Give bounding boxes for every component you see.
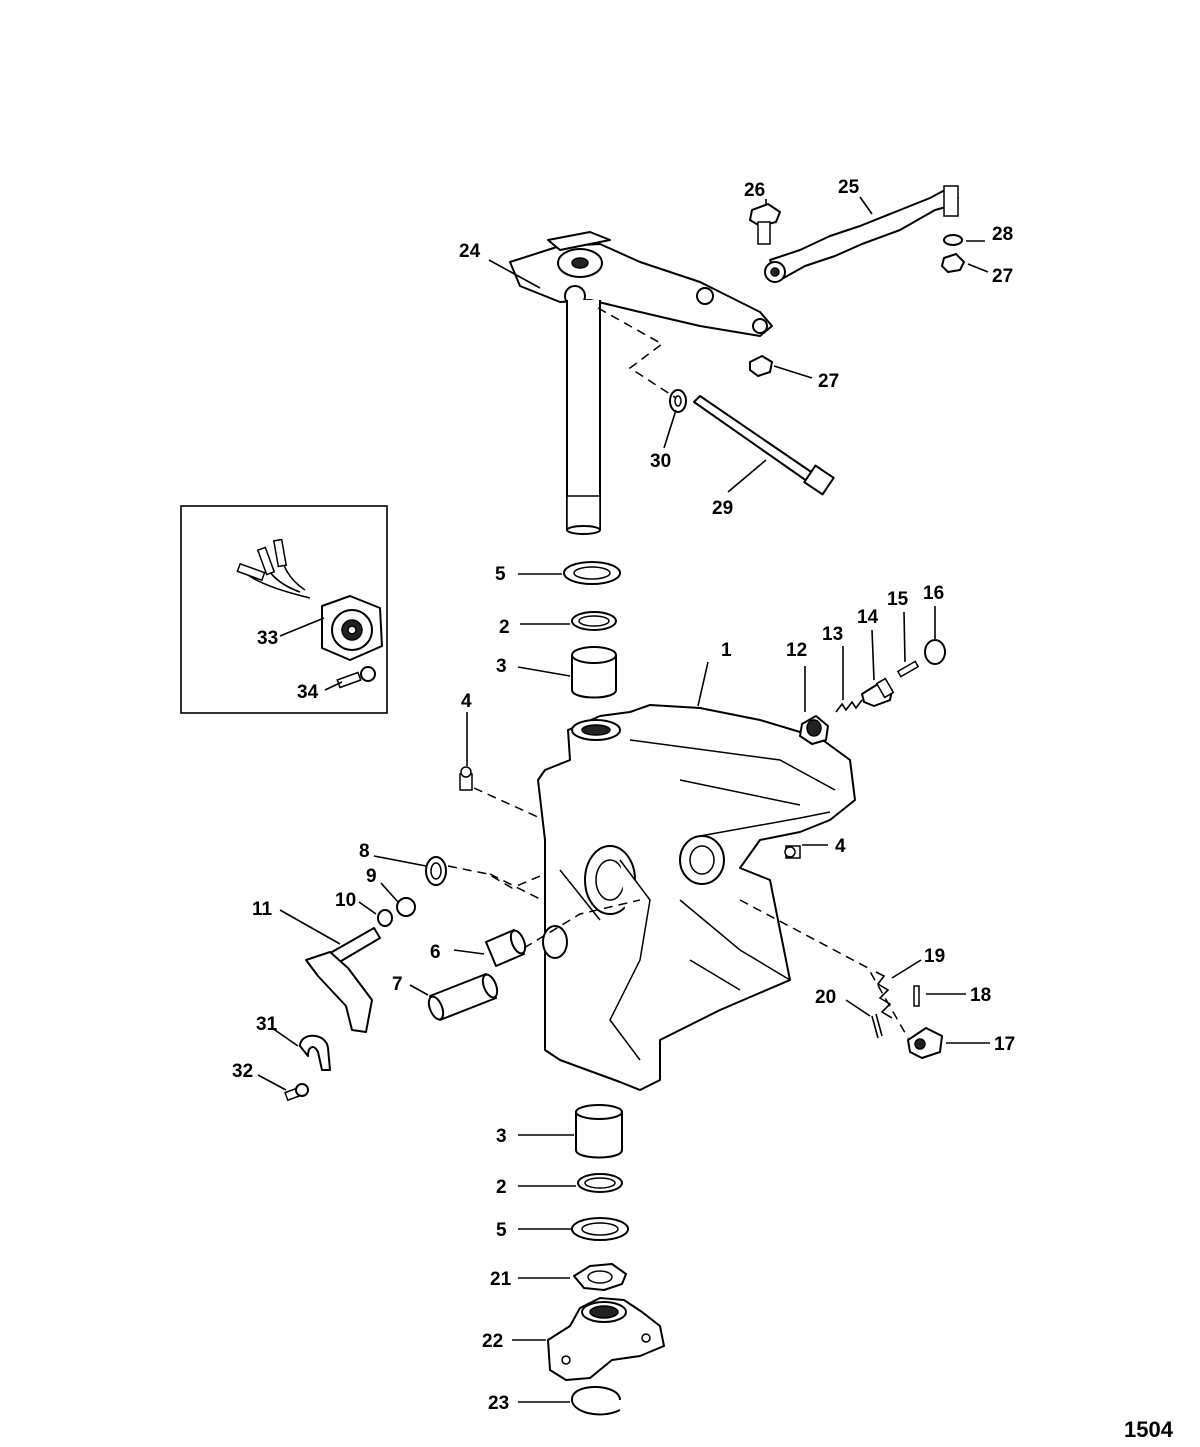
part-5-washer-bottom [571, 1217, 629, 1241]
part-23-snap-ring [570, 1385, 621, 1416]
callout-labels: 26 25 24 28 27 27 30 29 5 2 3 1 4 12 13 … [232, 177, 1174, 1442]
part-29-rod [693, 395, 835, 496]
leader-lines [257, 196, 990, 1403]
callout-4-right: 4 [835, 836, 846, 857]
dashed-line-4-left [473, 787, 541, 819]
dashed-line-8-bracket [447, 865, 541, 889]
part-13-spring [835, 699, 863, 713]
callout-13: 13 [822, 624, 843, 645]
part-15-pin [896, 660, 920, 678]
part-30-washer [669, 389, 687, 413]
part-33-sensor-assembly [236, 538, 383, 661]
part-12 [799, 715, 829, 745]
part-2-seal-top [571, 611, 617, 631]
part-27-nut-top [941, 253, 965, 273]
part-3-bushing-top [571, 646, 617, 699]
part-5-washer-top [563, 561, 621, 585]
callout-8: 8 [359, 841, 370, 862]
callout-28: 28 [992, 224, 1013, 245]
callout-17: 17 [994, 1034, 1015, 1055]
part-19-spring [875, 971, 893, 1019]
part-8-ring [425, 856, 447, 886]
figure-number: 1504 [1124, 1417, 1174, 1442]
callout-5-bottom: 5 [496, 1220, 507, 1241]
callout-31: 31 [256, 1014, 278, 1035]
part-32-screw [284, 1083, 309, 1102]
callout-32: 32 [232, 1061, 253, 1082]
callout-34: 34 [297, 682, 319, 703]
part-2-seal-bottom [577, 1173, 623, 1193]
dashed-line-24-29 [597, 307, 677, 399]
part-28-washer [943, 234, 963, 246]
callout-21: 21 [490, 1269, 512, 1290]
callout-23: 23 [488, 1393, 509, 1414]
callout-2-bottom: 2 [496, 1177, 507, 1198]
callout-25: 25 [838, 177, 860, 198]
part-9-washer [396, 897, 416, 917]
callout-24: 24 [459, 241, 481, 262]
part-22-yoke [547, 1297, 665, 1381]
callout-22: 22 [482, 1331, 503, 1352]
part-21-washer [573, 1263, 627, 1291]
callout-19: 19 [924, 946, 945, 967]
part-24-steering-arm [509, 231, 773, 337]
part-7-bushing [427, 973, 499, 1021]
callout-9: 9 [366, 866, 377, 887]
callout-6: 6 [430, 942, 441, 963]
callout-14: 14 [857, 607, 879, 628]
callout-12: 12 [786, 640, 807, 661]
callout-5-top: 5 [495, 564, 506, 585]
part-1-swivel-bracket [537, 704, 856, 1091]
callout-1: 1 [721, 640, 732, 661]
part-11-lever [305, 927, 381, 1033]
part-25-link-rod [764, 185, 959, 283]
part-27-nut-mid [749, 355, 773, 377]
part-6-bushing [485, 929, 527, 967]
part-3-bushing-bottom [575, 1104, 623, 1159]
part-17 [907, 1027, 943, 1059]
callout-2-top: 2 [499, 617, 510, 638]
callout-7: 7 [392, 974, 403, 995]
callout-33: 33 [257, 628, 278, 649]
part-20-pin [871, 1013, 883, 1039]
part-4-fitting-left [459, 766, 473, 791]
part-31-clamp [299, 1034, 331, 1071]
dashed-line-6-7 [523, 899, 641, 949]
part-34-screw [336, 666, 376, 689]
callout-29: 29 [712, 498, 733, 519]
inset-frame [180, 505, 388, 714]
callout-27-top: 27 [992, 266, 1013, 287]
callout-11: 11 [252, 899, 273, 920]
part-16 [924, 639, 946, 665]
callout-30: 30 [650, 451, 671, 472]
callout-3-bottom: 3 [496, 1126, 507, 1147]
dashed-line-8-cont [489, 873, 543, 901]
part-26-bolt [749, 203, 781, 245]
steering-tube [566, 300, 601, 535]
part-4-fitting-right [784, 845, 801, 859]
callout-10: 10 [335, 890, 356, 911]
callout-15: 15 [887, 589, 909, 610]
dashed-line-17-19 [739, 899, 909, 1039]
part-14 [861, 677, 895, 707]
callout-20: 20 [815, 987, 836, 1008]
callout-18: 18 [970, 985, 991, 1006]
part-10-washer [377, 909, 393, 927]
callout-4-left: 4 [461, 691, 472, 712]
callout-16: 16 [923, 583, 944, 604]
part-18-pin [913, 985, 920, 1007]
callout-27-mid: 27 [818, 371, 839, 392]
callout-3-top: 3 [496, 656, 507, 677]
callout-26: 26 [744, 180, 765, 201]
